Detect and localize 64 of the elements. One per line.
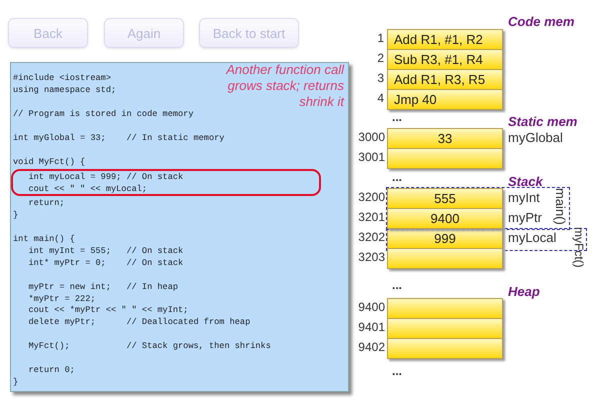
address-number: 3000 — [357, 130, 385, 144]
code-line: int myInt = 555; // On stack — [27, 246, 184, 257]
memory-cell: Sub R3, #1, R4 — [387, 49, 503, 70]
section-heading: Static mem — [508, 114, 578, 129]
address-number: 3202 — [357, 230, 385, 244]
ellipsis: ... — [392, 172, 402, 182]
nav-button: Again — [104, 18, 184, 48]
code-line: int myGlobal = 33; // In static memory — [13, 133, 224, 144]
code-line: } — [13, 210, 18, 222]
code-line: using namespace std; — [13, 84, 116, 96]
code-line: return 0; — [27, 365, 75, 376]
ellipsis: ... — [392, 280, 402, 290]
memory-cell — [387, 338, 503, 359]
section-heading: Code mem — [508, 14, 574, 29]
code-line: int main() { — [13, 234, 75, 246]
address-number: 4 — [376, 91, 384, 105]
ellipsis: ... — [392, 112, 402, 122]
address-number: 3201 — [357, 210, 385, 224]
code-line: cout << *myPtr << " " << myInt; — [27, 305, 188, 316]
address-number: 9401 — [357, 320, 385, 334]
code-line: *myPtr = 222; — [27, 294, 96, 305]
address-number: 2 — [376, 51, 384, 65]
nav-button: Back — [8, 18, 88, 48]
code-line: myPtr = new int; // In heap — [27, 282, 178, 293]
code-line: return; — [27, 198, 65, 210]
memory-cell: 9400 — [387, 208, 503, 229]
memory-cell: Add R1, R3, R5 — [387, 69, 503, 90]
nav-button: Back to start — [199, 18, 299, 48]
memory-cell: 555 — [387, 188, 503, 209]
frame-label: main() — [553, 188, 568, 225]
code-line: #include <iostream> — [13, 73, 111, 84]
section-heading: Heap — [508, 284, 540, 299]
ellipsis: ... — [392, 366, 402, 376]
variable-name: myGlobal — [508, 130, 563, 145]
address-number: 3200 — [357, 190, 385, 204]
code-line: int myLocal = 999; // On stack — [27, 172, 184, 183]
memory-cell: Add R1, #1, R2 — [387, 29, 503, 50]
memory-cell — [387, 298, 503, 319]
address-number: 1 — [376, 31, 384, 45]
variable-name: myPtr — [508, 210, 542, 225]
address-number: 9400 — [357, 300, 385, 314]
code-line: int* myPtr = 0; // On stack — [27, 258, 184, 269]
code-line: delete myPtr; // Deallocated from heap — [27, 317, 250, 328]
code-line: } — [13, 377, 18, 388]
memory-cell — [387, 148, 503, 169]
variable-name: myLocal — [508, 230, 556, 245]
address-number: 9402 — [357, 340, 385, 354]
address-number: 3001 — [357, 150, 385, 164]
code-line: void MyFct() { — [13, 157, 86, 168]
code-line: MyFct(); // Stack grows, then shrinks — [27, 341, 271, 352]
memory-cell — [387, 318, 503, 339]
memory-cell: 33 — [387, 128, 503, 149]
code-line: cout << " " << myLocal; — [27, 184, 148, 195]
frame-label: myFct() — [572, 227, 586, 268]
memory-cell: Jmp 40 — [387, 89, 503, 110]
section-heading: Stack — [508, 174, 543, 189]
code-line: // Program is stored in code memory — [13, 108, 194, 120]
variable-name: myInt — [508, 190, 540, 205]
code-panel — [10, 62, 349, 392]
memory-cell — [387, 248, 503, 269]
stack-frame-outline — [386, 187, 570, 230]
address-number: 3203 — [357, 250, 385, 264]
address-number: 3 — [376, 71, 384, 85]
callout-note: Another function call grows stack; returns shrink it — [224, 62, 344, 110]
